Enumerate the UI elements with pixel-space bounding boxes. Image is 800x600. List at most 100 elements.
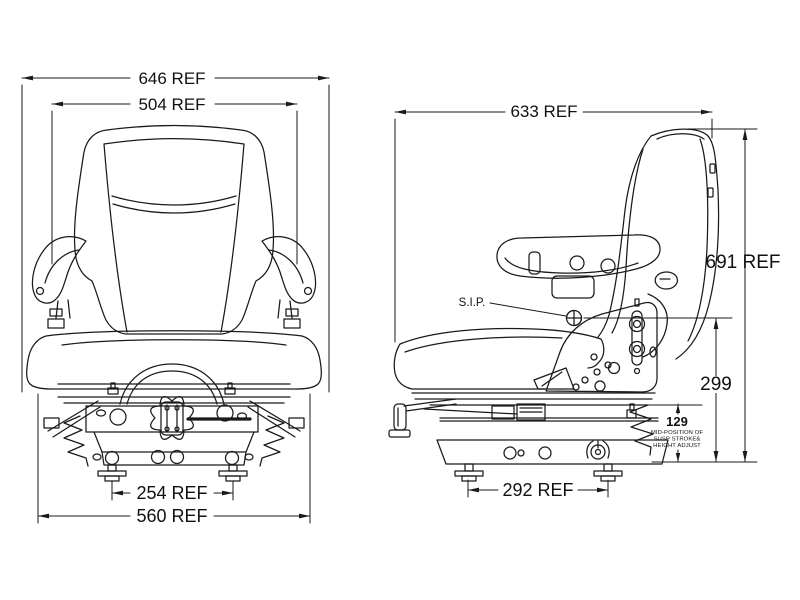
bracket-hole-large [594,380,606,392]
arrowhead-right-icon [701,109,712,115]
base-hole [538,446,552,460]
arrowhead-left-icon [112,490,123,496]
frame-slot [95,409,107,417]
suspension-struts [47,400,301,438]
front-dimension-646 [21,75,330,393]
armrest-left-seam [44,249,80,284]
dim-691-label: 691 REF [706,252,781,273]
front-dimension-560 [37,393,311,524]
bellows-right [259,415,285,467]
suspension-clamp [43,417,60,429]
rail-bolt [110,382,116,389]
armrest-right-cap [303,286,313,296]
bracket-hole [593,368,601,376]
side-dimension-129 [647,403,703,463]
dim-633-label: 633 REF [510,102,577,121]
mech-lines [423,407,543,415]
armrest-mount-bolt [285,308,299,317]
bracket-hole [590,353,598,361]
dim-254-label: 254 REF [136,483,207,503]
sip-leader-line [489,302,567,317]
base-slot [92,453,102,461]
armrest-control-pod [551,275,595,299]
sip-label: S.I.P. [459,297,486,309]
dim-560-label: 560 REF [136,506,207,526]
armrest-mount-bolt [49,308,63,317]
sip-target-quadrants [565,309,583,327]
extension-lines-292 [467,479,609,498]
base-hole [503,446,517,460]
base-hole [150,449,166,465]
base-hole [224,450,240,466]
rail-bolt [227,382,233,389]
arrowhead-up-icon [675,404,681,413]
base-hole [169,449,185,465]
armrest-button [569,255,585,271]
arrowhead-left-icon [395,109,406,115]
armrest-mounts [47,299,301,329]
frame-hole [216,404,234,422]
foot-pad [225,475,241,482]
mounting-foot-front-left [97,464,127,482]
adjuster-knob-center [632,319,642,329]
knob-scalloped-wheel [150,396,194,440]
extension-lines-560 [37,393,311,524]
dim-504-label: 504 REF [138,95,205,114]
suspension-clamp [288,417,305,429]
dim-129-note-line2: SUSP STROKE& [654,437,701,443]
foot-pad [461,475,477,482]
armrest-side-outline [496,234,661,279]
knob-rivet [164,426,170,432]
adjuster-knob-center [632,344,642,354]
arrowhead-right-icon [318,75,329,81]
base-hole [104,450,120,466]
armrest-mount-bolt [47,318,65,329]
foot-flange [218,470,248,477]
height-adjust-knob [150,396,194,440]
armrest-side-seam [504,257,639,274]
foot-stem [107,464,117,472]
seat-rails [411,392,659,422]
arrowhead-left-icon [38,513,49,519]
adjuster-strip [631,310,643,366]
armrest-right-seam [268,249,304,284]
base-plate [93,431,255,466]
handle-end [393,403,407,431]
dim-129-label: 129 [666,414,688,429]
cushion-side-outline [393,327,605,390]
arrowhead-up-icon [713,318,719,329]
recline-lever [654,271,679,290]
armrest-left [31,236,87,304]
bellows-side [629,404,654,456]
adjuster-pin [634,298,640,307]
bracket-hole [572,383,580,391]
extension-lines-254 [111,480,234,501]
cushion-rear-wedge [533,367,575,390]
base-hole-small [517,449,525,457]
dim-299-label: 299 [700,374,732,395]
recline-bracket [545,298,658,393]
arrowhead-right-icon [299,513,310,519]
adjuster-knob [628,315,646,333]
dim-646-label: 646 REF [138,69,205,88]
knob-body [160,401,184,436]
backrest-seams [103,138,245,333]
dim-292-label: 292 REF [502,480,573,500]
mounting-foot-front-right [218,464,248,482]
arrowhead-right-icon [222,490,233,496]
armrest-left-outline [31,236,87,304]
mech-bolt [629,403,635,411]
side-dimension-292 [467,479,609,498]
cushion-side-seam [404,336,563,353]
armrest-right [261,236,317,304]
foot-stem [464,463,474,472]
foot-stem [228,464,238,472]
shock-knob-pin [586,440,610,459]
armrest-mount-rods [55,299,293,319]
extension-lines-691 [651,128,758,463]
foot-flange [593,470,623,477]
sip-target-icon [565,309,583,327]
extension-lines-504 [51,110,298,265]
